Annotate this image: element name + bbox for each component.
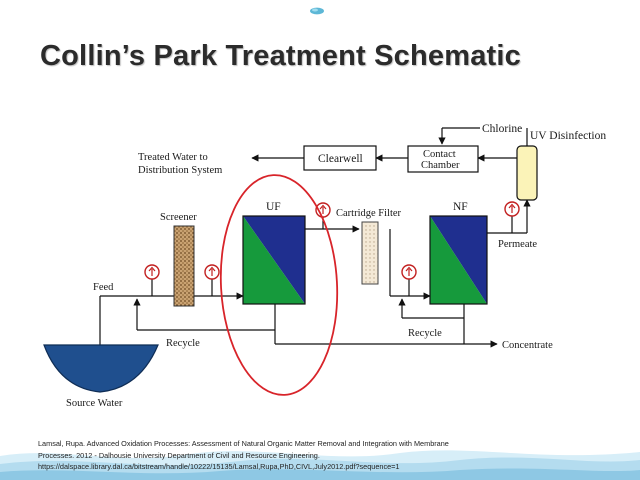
label-uv-disinfection: UV Disinfection	[530, 130, 606, 142]
label-treated-water-line1: Treated Water to	[138, 152, 208, 163]
footer-wave-decoration	[0, 450, 640, 480]
label-permeate: Permeate	[498, 239, 537, 250]
slide-title: Collin’s Park Treatment Schematic	[40, 40, 521, 72]
uf-membrane	[242, 215, 306, 305]
screener-unit	[173, 225, 195, 307]
pressure-gauge-icon	[144, 264, 160, 280]
label-clearwell: Clearwell	[318, 153, 363, 165]
label-nf: NF	[453, 201, 468, 213]
uf-highlight-ellipse	[219, 174, 339, 396]
label-source-water: Source Water	[66, 398, 123, 409]
pressure-gauge-icon	[504, 201, 520, 217]
uv-disinfection-unit	[516, 145, 538, 201]
citation-line: Processes. 2012 - Dalhousie University D…	[38, 450, 320, 460]
label-recycle-left: Recycle	[166, 338, 200, 349]
cartridge-filter-unit	[361, 221, 379, 285]
slide-ornament-icon	[310, 7, 324, 15]
label-concentrate: Concentrate	[502, 340, 553, 351]
pressure-gauge-icon	[204, 264, 220, 280]
citation-line: Lamsal, Rupa. Advanced Oxidation Process…	[38, 439, 449, 448]
label-recycle-right: Recycle	[408, 328, 442, 339]
citation: Lamsal, Rupa. Advanced Oxidation Process…	[38, 438, 628, 473]
nf-membrane	[429, 215, 488, 305]
label-feed: Feed	[93, 282, 114, 293]
label-uf: UF	[266, 201, 281, 213]
citation-link[interactable]: https://dalspace.library.dal.ca/bitstrea…	[38, 462, 400, 472]
label-treated-water-line2: Distribution System	[138, 165, 222, 176]
source-water-basin	[43, 344, 159, 393]
label-contact-line2: Chamber	[421, 160, 460, 171]
label-contact-line1: Contact	[423, 149, 456, 160]
clearwell-box	[303, 145, 377, 171]
label-chlorine: Chlorine	[482, 123, 522, 135]
label-cartridge-filter: Cartridge Filter	[336, 208, 402, 219]
pressure-gauge-icon	[401, 264, 417, 280]
label-screener: Screener	[160, 212, 197, 223]
contact-chamber-box	[407, 145, 479, 173]
